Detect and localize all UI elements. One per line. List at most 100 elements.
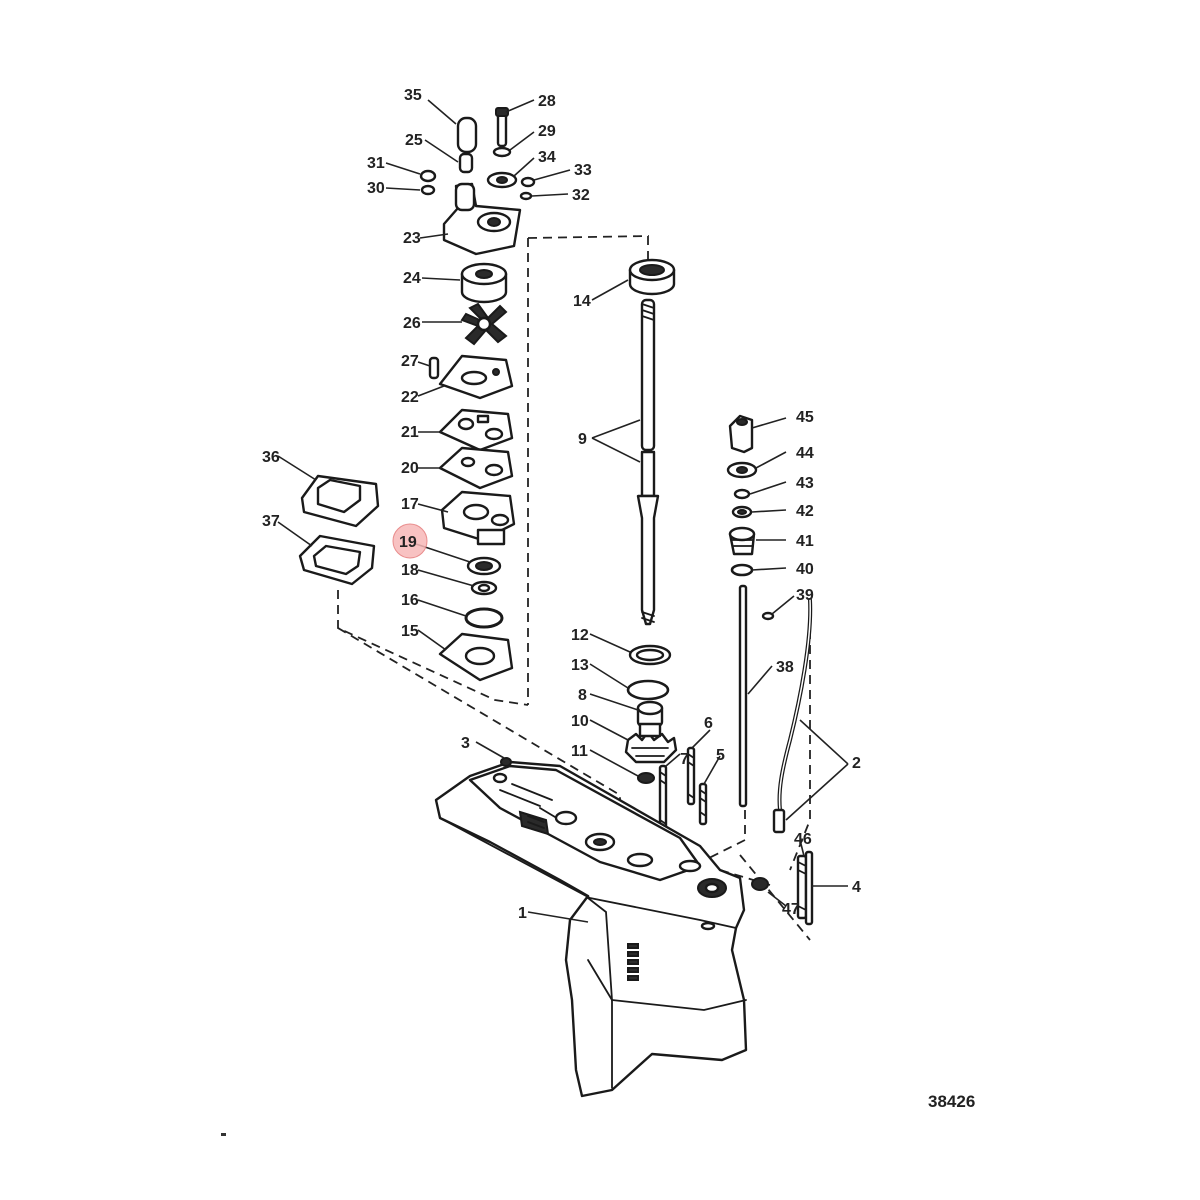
part-16-o-ring	[464, 607, 504, 629]
callout-15: 15	[401, 623, 419, 640]
part-39-clip	[761, 611, 775, 621]
part-3-bolt	[500, 757, 512, 767]
callout-27: 27	[401, 353, 419, 370]
part-45-coupler	[728, 414, 754, 454]
part-35-tube	[456, 116, 478, 154]
part-10-pinion-gear	[624, 722, 678, 764]
callout-labels: 35 25 31 30 28 29 34 33 32 23 24 26 27 2…	[262, 87, 861, 922]
part-29-washer	[492, 146, 512, 158]
part-25-sleeve	[458, 152, 474, 174]
part-42-seal	[731, 505, 753, 519]
callout-18: 18	[401, 562, 419, 579]
callout-10: 10	[571, 713, 589, 730]
callout-43: 43	[796, 475, 814, 492]
part-38-tube	[772, 598, 813, 834]
part-20-gasket	[438, 446, 514, 490]
callout-46: 46	[794, 831, 812, 848]
callout-28: 28	[538, 93, 556, 110]
water-pump-stack	[419, 107, 536, 682]
leader-lines	[277, 99, 849, 923]
part-31-nut	[419, 169, 437, 183]
part-15-gasket	[438, 632, 514, 682]
callout-2: 2	[852, 755, 861, 772]
callout-13: 13	[571, 657, 589, 674]
callout-23: 23	[403, 230, 421, 247]
callout-33: 33	[574, 162, 592, 179]
water-inlet-slots	[627, 943, 639, 981]
part-22-gasket	[438, 354, 514, 400]
callout-35: 35	[404, 87, 422, 104]
callout-45: 45	[796, 409, 814, 426]
part-27-pin	[428, 356, 440, 380]
part-43-washer	[733, 488, 751, 500]
callout-3: 3	[461, 735, 470, 752]
part-17-face-plate	[440, 490, 516, 546]
part-11-nut	[637, 772, 655, 784]
part-6-stud	[686, 746, 696, 806]
callout-37: 37	[262, 513, 280, 530]
part-44-bushing	[726, 461, 758, 479]
part-26-impeller	[460, 302, 508, 346]
callout-36: 36	[262, 449, 280, 466]
callout-4: 4	[852, 879, 861, 896]
callout-11: 11	[571, 743, 588, 760]
callout-20: 20	[401, 460, 419, 477]
drive-shaft-assembly	[624, 258, 678, 784]
callout-22: 22	[401, 389, 419, 406]
callout-24: 24	[403, 270, 421, 287]
part-23-pump-housing	[442, 182, 522, 256]
callout-21: 21	[401, 424, 419, 441]
part-41-bushing-body	[728, 526, 756, 556]
part-28-screw	[495, 107, 509, 148]
part-14-bearing	[628, 258, 676, 296]
part-33-nut	[520, 176, 536, 188]
part-shift-shaft	[738, 584, 748, 808]
callout-40: 40	[796, 561, 814, 578]
callout-17: 17	[401, 496, 419, 513]
part-19-seal	[466, 556, 502, 576]
callout-16: 16	[401, 592, 419, 609]
drawing-number: 38426	[928, 1092, 975, 1111]
callout-44: 44	[796, 445, 814, 462]
callout-47: 47	[782, 901, 800, 918]
part-19-highlight	[392, 523, 428, 559]
callout-9: 9	[578, 431, 587, 448]
part-30-washer	[420, 184, 436, 196]
callout-38: 38	[776, 659, 794, 676]
callout-7: 7	[680, 751, 689, 768]
part-40-o-ring	[730, 563, 754, 577]
callout-39: 39	[796, 587, 814, 604]
callout-12: 12	[571, 627, 589, 644]
part-24-insert	[460, 262, 508, 304]
callout-1: 1	[518, 905, 527, 922]
part-12-shim	[628, 644, 672, 666]
callout-26: 26	[403, 315, 421, 332]
part-32-washer	[519, 191, 533, 201]
callout-41: 41	[796, 533, 814, 550]
callout-6: 6	[704, 715, 713, 732]
callout-31: 31	[367, 155, 385, 172]
part-7-stud	[658, 764, 668, 832]
callout-42: 42	[796, 503, 814, 520]
part-1-gear-housing	[434, 760, 748, 1098]
part-37-gasket	[298, 534, 376, 586]
callout-8: 8	[578, 687, 587, 704]
callout-30: 30	[367, 180, 385, 197]
callout-34: 34	[538, 149, 556, 166]
callout-29: 29	[538, 123, 556, 140]
part-9-drive-shaft	[636, 298, 660, 626]
part-13-shim	[626, 679, 670, 701]
callout-32: 32	[572, 187, 590, 204]
part-18-seal	[470, 580, 498, 596]
part-5-stud	[698, 782, 708, 826]
part-36-plate	[300, 474, 380, 528]
callout-5: 5	[716, 747, 725, 764]
part-47-nut	[751, 877, 769, 891]
part-21-plate	[438, 408, 514, 452]
callout-19: 19	[399, 534, 417, 551]
part-4-stud	[804, 850, 814, 926]
callout-14: 14	[573, 293, 591, 310]
scan-mark	[221, 1133, 226, 1136]
callout-25: 25	[405, 132, 423, 149]
